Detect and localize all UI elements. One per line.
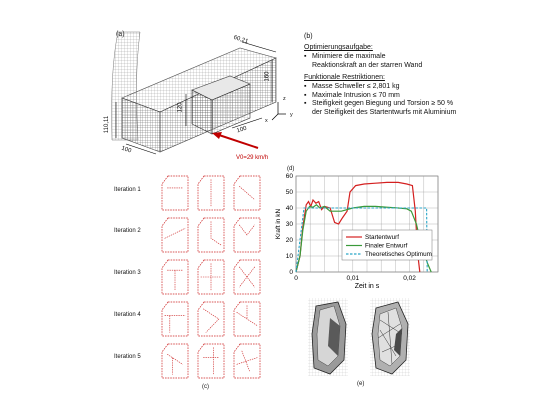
axis-x-label: x: [265, 118, 268, 124]
iteration-cross-section: [197, 301, 225, 337]
iteration-cross-section: [197, 259, 225, 295]
series-line-theoretisches-optimum: [295, 207, 428, 273]
iteration-cross-section: [161, 259, 189, 295]
iteration-cross-section: [233, 301, 261, 337]
iteration-cross-section: [233, 259, 261, 295]
sill-final-deformed: [371, 301, 409, 375]
iteration-cross-section: [197, 343, 225, 379]
iteration-cross-section: [197, 175, 225, 211]
sill-mesh-model: [111, 31, 286, 155]
iteration-label-2: Iteration 2: [114, 228, 141, 234]
dim-height-right: 160: [264, 71, 271, 82]
x-tick-label: 0,01: [346, 275, 359, 282]
constraint-intrusion: Maximale Intrusion ≤ 70 mm: [304, 92, 462, 101]
dim-left-height: 110,11: [104, 115, 111, 134]
force-time-chart: 0 10 20 30 40 50 60 0 0,01 0,02 StartentwurfFinal…: [275, 173, 439, 290]
y-axis-label: Kraft in kN: [275, 209, 282, 240]
dim-height-mid: 120: [177, 102, 184, 113]
coordinate-axes: [271, 102, 286, 121]
legend-label: Finaler Entwurf: [365, 243, 408, 250]
axis-z-label: z: [283, 96, 286, 102]
series-line-startentwurf: [295, 181, 421, 273]
y-tick-label: 20: [286, 237, 294, 244]
velocity-arrow: [212, 132, 259, 149]
constraint-mass: Masse Schweller ≤ 2,801 kg: [304, 83, 462, 92]
constraints-list: Masse Schweller ≤ 2,801 kg Maximale Intr…: [304, 83, 462, 117]
x-axis-label: Zeit in s: [355, 283, 380, 290]
constraint-stiffness: Steifigkeit gegen Biegung und Torsion ≥ …: [304, 100, 462, 117]
iteration-cross-section: [161, 343, 189, 379]
iteration-topology-grid: [161, 175, 261, 379]
sill-beam: [121, 47, 277, 153]
y-tick-label: 10: [286, 253, 294, 260]
y-tick-label: 50: [286, 189, 294, 196]
iteration-label-3: Iteration 3: [114, 270, 141, 276]
velocity-label: V0=29 km/h: [236, 155, 269, 161]
iteration-cross-section: [197, 217, 225, 253]
panel-label-e: (e): [357, 381, 365, 387]
iteration-cross-section: [161, 301, 189, 337]
panel-label-b: (b): [304, 33, 313, 40]
y-tick-label: 0: [289, 269, 293, 276]
iteration-label-1: Iteration 1: [114, 187, 141, 193]
goal-list: Minimiere die maximale Reaktionskraft an…: [304, 53, 454, 70]
panel-label-c: (c): [202, 384, 209, 390]
x-tick-label: 0: [294, 275, 298, 282]
series-line-finaler-entwurf: [295, 204, 432, 273]
y-tick-label: 60: [286, 173, 294, 180]
iteration-label-4: Iteration 4: [114, 312, 141, 318]
x-tick-label: 0,02: [403, 275, 416, 282]
iteration-cross-section: [161, 175, 189, 211]
goal-title: Optimierungsaufgabe:: [304, 44, 373, 51]
iteration-cross-section: [161, 217, 189, 253]
iteration-label-5: Iteration 5: [114, 354, 141, 360]
iteration-cross-section: [233, 217, 261, 253]
dimension-lines: [115, 41, 277, 155]
legend-label: Theoretisches Optimum: [365, 251, 432, 258]
legend-label: Startentwurf: [365, 234, 399, 241]
y-tick-label: 30: [286, 221, 294, 228]
y-tick-label: 40: [286, 205, 294, 212]
deformed-sills-figure: [308, 298, 410, 376]
sill-start-deformed: [311, 301, 347, 375]
constraints-title: Funktionale Restriktionen:: [304, 74, 385, 81]
axis-y-label: y: [290, 112, 293, 118]
panel-label-d: (d): [287, 166, 295, 172]
iteration-cross-section: [233, 343, 261, 379]
iteration-cross-section: [233, 175, 261, 211]
goal-item: Minimiere die maximale Reaktionskraft an…: [304, 53, 424, 70]
